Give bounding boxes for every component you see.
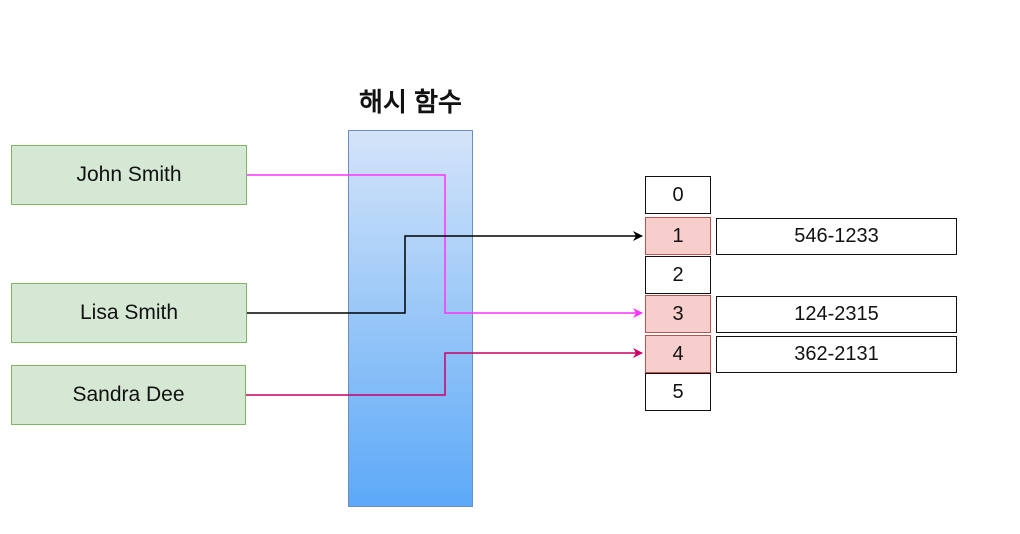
- key-lisa-smith: Lisa Smith: [11, 283, 247, 343]
- bucket-0: 0: [645, 176, 711, 214]
- entry-bucket-1: 546-1233: [716, 218, 957, 255]
- entry-bucket-4: 362-2131: [716, 336, 957, 373]
- bucket-5: 5: [645, 373, 711, 411]
- key-sandra-dee: Sandra Dee: [11, 365, 246, 425]
- bucket-4: 4: [645, 335, 711, 373]
- hash-function-title: 해시 함수: [359, 87, 462, 117]
- entry-bucket-3: 124-2315: [716, 296, 957, 333]
- connector-lisa-smith-to-bucket-1: [247, 231, 643, 314]
- key-john-smith: John Smith: [11, 145, 247, 205]
- bucket-3: 3: [645, 295, 711, 333]
- hash-function-box: [348, 130, 473, 507]
- connector-john-smith-to-bucket-3: [247, 174, 643, 318]
- bucket-2: 2: [645, 256, 711, 294]
- bucket-1: 1: [645, 217, 711, 255]
- connector-sandra-dee-to-bucket-4: [246, 348, 643, 396]
